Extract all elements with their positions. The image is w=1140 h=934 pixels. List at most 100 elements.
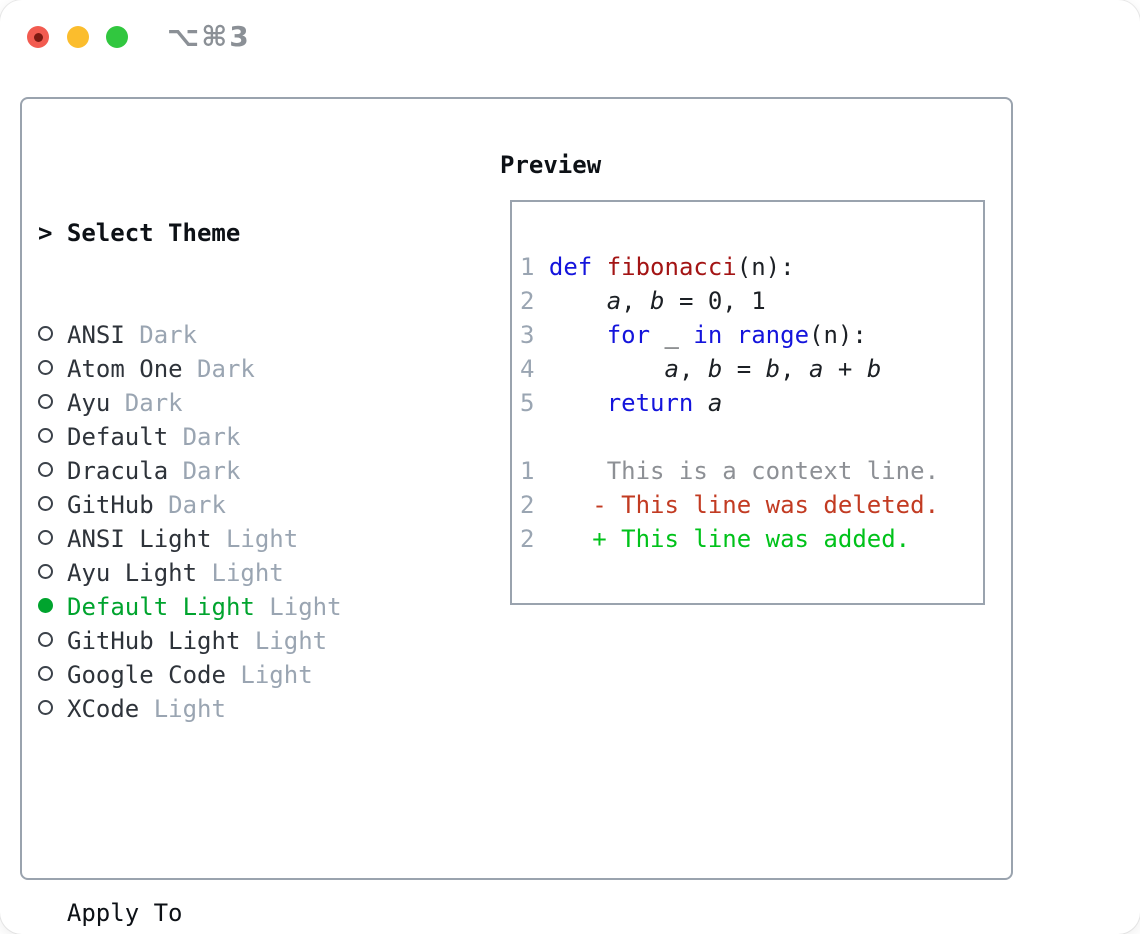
- radio-unselected-icon: [38, 700, 53, 715]
- token-keyword: def: [548, 253, 593, 281]
- apply-to-header: Apply To: [38, 896, 443, 930]
- token-plain: (n):: [809, 321, 867, 349]
- token-deleted: - This line was deleted.: [548, 491, 940, 519]
- option-label: Ayu: [67, 389, 111, 417]
- theme-option[interactable]: ANSI Dark: [38, 318, 443, 352]
- option-label: Default: [67, 423, 169, 451]
- preview-title: Preview: [500, 151, 602, 179]
- theme-option[interactable]: Dracula Dark: [38, 454, 443, 488]
- option-variant-label: Light: [197, 559, 284, 587]
- token-plain: (n):: [736, 253, 795, 281]
- theme-option[interactable]: Default Dark: [38, 420, 443, 454]
- radio-selected-icon: [38, 598, 53, 613]
- theme-option[interactable]: GitHub Dark: [38, 488, 443, 522]
- option-label: GitHub Light: [67, 627, 241, 655]
- option-variant-label: Dark: [168, 457, 241, 485]
- line-number: 5: [520, 389, 535, 417]
- token-plain: ,: [678, 355, 708, 383]
- radio-unselected-icon: [38, 428, 53, 443]
- token-plain: ,: [621, 287, 651, 315]
- token-plain: _: [650, 321, 694, 349]
- radio-unselected-icon: [38, 394, 53, 409]
- token-plain: ,: [780, 355, 810, 383]
- option-label: Atom One: [67, 355, 183, 383]
- code-line: 2 a, b = 0, 1: [520, 284, 983, 318]
- option-variant-label: Dark: [124, 321, 198, 349]
- token-plain: [549, 355, 665, 383]
- section-title: Select Theme: [66, 219, 241, 247]
- section-title: Apply To: [66, 899, 183, 927]
- blank-line: [520, 420, 983, 454]
- token-keyword: range: [736, 321, 810, 349]
- option-variant-label: Dark: [168, 423, 241, 451]
- theme-option[interactable]: Ayu Dark: [38, 386, 443, 420]
- radio-unselected-icon: [38, 632, 53, 647]
- record-dot-icon: [33, 32, 43, 42]
- token-variable: a: [664, 355, 679, 383]
- token-plain: +: [823, 355, 867, 383]
- option-label: Ayu Light: [67, 559, 198, 587]
- token-function: fibonacci: [606, 253, 737, 281]
- option-variant-label: Light: [211, 525, 299, 553]
- line-number: 1: [520, 253, 535, 281]
- code-line: 1 def fibonacci(n):: [520, 250, 983, 284]
- theme-option[interactable]: Default Light Light: [38, 590, 443, 624]
- radio-unselected-icon: [38, 496, 53, 511]
- theme-option[interactable]: Atom One Dark: [38, 352, 443, 386]
- theme-option[interactable]: Google Code Light: [38, 658, 443, 692]
- option-variant-label: Dark: [110, 389, 183, 417]
- token-variable: a: [809, 355, 824, 383]
- token-variable: b: [707, 355, 723, 383]
- theme-option[interactable]: Ayu Light Light: [38, 556, 443, 590]
- code-line: 3 for _ in range(n):: [520, 318, 983, 352]
- option-variant-label: Dark: [153, 491, 226, 519]
- token-variable: b: [650, 287, 665, 315]
- code-line: 5 return a: [520, 386, 983, 420]
- token-plain: [549, 287, 607, 315]
- option-label: Dracula: [67, 457, 169, 485]
- radio-unselected-icon: [38, 326, 53, 341]
- line-number: 4: [520, 355, 535, 383]
- token-variable: b: [866, 355, 882, 383]
- radio-unselected-icon: [38, 564, 53, 579]
- option-label: GitHub: [67, 491, 154, 519]
- line-number: 2: [520, 491, 535, 519]
- added-line: 2 + This line was added.: [520, 522, 983, 556]
- radio-unselected-icon: [38, 360, 53, 375]
- option-variant-label: Light: [240, 627, 328, 655]
- line-number: 3: [520, 321, 535, 349]
- radio-unselected-icon: [38, 530, 53, 545]
- token-keyword: in: [693, 321, 723, 349]
- option-label: XCode: [67, 695, 140, 723]
- line-number: 2: [520, 287, 535, 315]
- token-keyword: return: [606, 389, 694, 417]
- theme-option[interactable]: GitHub Light Light: [38, 624, 443, 658]
- option-label: Default Light: [67, 593, 255, 621]
- token-context: This is a context line.: [548, 457, 940, 485]
- code-line: 4 a, b = b, a + b: [520, 352, 983, 386]
- token-plain: [722, 321, 736, 349]
- select-theme-header: > Select Theme: [38, 216, 443, 250]
- radio-unselected-icon: [38, 462, 53, 477]
- option-variant-label: Light: [225, 661, 313, 689]
- option-variant-label: Light: [139, 695, 226, 723]
- token-variable: a: [606, 287, 622, 315]
- token-variable: a: [707, 389, 723, 417]
- option-label: Google Code: [67, 661, 226, 689]
- option-variant-label: Light: [254, 593, 342, 621]
- minimize-button[interactable]: [67, 26, 89, 48]
- line-number: 2: [520, 525, 535, 553]
- close-button[interactable]: [27, 26, 49, 48]
- token-plain: = 0, 1: [664, 287, 766, 315]
- theme-option[interactable]: XCode Light: [38, 692, 443, 726]
- theme-option[interactable]: ANSI Light Light: [38, 522, 443, 556]
- zoom-button[interactable]: [106, 26, 128, 48]
- radio-unselected-icon: [38, 666, 53, 681]
- token-plain: [549, 389, 607, 417]
- keyboard-shortcut-label: ⌥⌘3: [167, 20, 251, 53]
- token-keyword: for: [606, 321, 651, 349]
